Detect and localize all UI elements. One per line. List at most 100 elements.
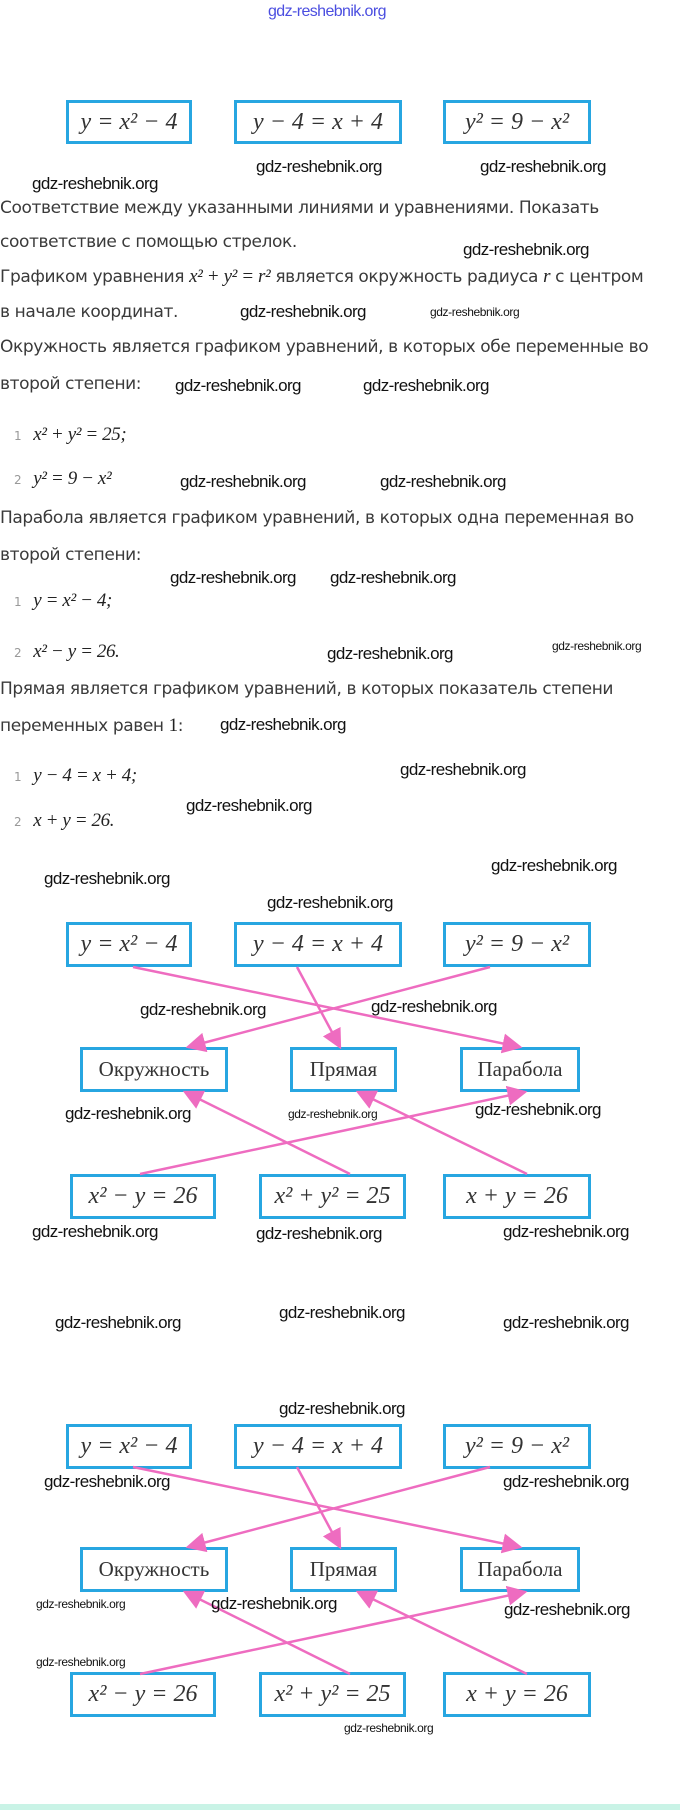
equation: y² = 9 − x² xyxy=(464,108,570,135)
watermark: gdz-reshebnik.org xyxy=(327,644,453,663)
watermark: gdz-reshebnik.org xyxy=(175,376,301,395)
watermark-link[interactable]: gdz-reshebnik.org xyxy=(268,3,386,20)
graph-text: Графиком уравнения x² + y² = r² является… xyxy=(0,266,644,288)
list-item: 2 x² − y = 26. xyxy=(14,641,120,663)
watermark: gdz-reshebnik.org xyxy=(240,302,366,321)
equation: y − 4 = x + 4 xyxy=(253,931,383,957)
equation-box: y = x² − 4 xyxy=(66,922,192,967)
watermark: gdz-reshebnik.org xyxy=(36,1597,126,1611)
equation: y = x² − 4 xyxy=(80,931,178,957)
formula: r xyxy=(543,266,551,287)
list-number: 2 xyxy=(14,473,22,487)
matching-arrow xyxy=(295,1466,342,1550)
watermark: gdz-reshebnik.org xyxy=(400,760,526,779)
equation: x² − y = 26 xyxy=(88,1681,198,1707)
watermark: gdz-reshebnik.org xyxy=(552,639,642,653)
watermark: gdz-reshebnik.org xyxy=(170,568,296,587)
line-type-box: Парабола xyxy=(460,1047,580,1092)
formula: y = x² − 4; xyxy=(33,590,112,611)
line-type: Парабола xyxy=(477,1057,563,1081)
watermark: gdz-reshebnik.org xyxy=(463,240,589,259)
equation: y − 4 = x + 4 xyxy=(253,108,383,135)
watermark: gdz-reshebnik.org xyxy=(32,174,158,193)
line-type: Прямая xyxy=(309,1057,378,1081)
watermark: gdz-reshebnik.org xyxy=(363,376,489,395)
equation: x² + y² = 25 xyxy=(274,1183,391,1209)
line-type-box: Окружность xyxy=(80,1547,228,1592)
equation-box: y² = 9 − x² xyxy=(443,1424,591,1469)
watermark: gdz-reshebnik.org xyxy=(475,1100,601,1119)
watermark: gdz-reshebnik.org xyxy=(503,1472,629,1491)
watermark: gdz-reshebnik.org xyxy=(211,1594,337,1613)
equation: x² + y² = 25 xyxy=(274,1681,391,1707)
line-type-box: Прямая xyxy=(290,1547,397,1592)
line-type: Окружность xyxy=(98,1057,210,1081)
list-number: 1 xyxy=(14,429,22,443)
watermark: gdz-reshebnik.org xyxy=(256,1224,382,1243)
list-number: 2 xyxy=(14,815,22,829)
equation-box: y² = 9 − x² xyxy=(443,100,591,144)
line-type: Окружность xyxy=(98,1557,210,1581)
bottom-strip xyxy=(0,1804,680,1810)
watermark: gdz-reshebnik.org xyxy=(32,1222,158,1241)
text: переменных равен xyxy=(0,716,164,736)
formula: x² + y² = r² xyxy=(189,266,271,287)
equation-box: x² − y = 26 xyxy=(70,1672,216,1717)
matching-arrow xyxy=(132,1465,523,1554)
list-item: 1 y = x² − 4; xyxy=(14,590,112,612)
equation-box: y = x² − 4 xyxy=(66,100,192,144)
watermark: gdz-reshebnik.org xyxy=(140,1000,266,1019)
equation: y = x² − 4 xyxy=(80,108,178,135)
line-type: Прямая xyxy=(309,1557,378,1581)
matching-arrow xyxy=(355,1590,528,1676)
matching-arrow xyxy=(295,966,342,1050)
equation-box: x + y = 26 xyxy=(443,1672,591,1717)
watermark: gdz-reshebnik.org xyxy=(186,796,312,815)
equation-box: x² + y² = 25 xyxy=(259,1672,406,1717)
line-type: Парабола xyxy=(477,1557,563,1581)
equation: y² = 9 − x² xyxy=(464,931,570,957)
watermark: gdz-reshebnik.org xyxy=(330,568,456,587)
formula: x² − y = 26. xyxy=(33,641,120,662)
watermark: gdz-reshebnik.org xyxy=(220,715,346,734)
text: Графиком уравнения xyxy=(0,267,185,287)
equation-box: y² = 9 − x² xyxy=(443,922,591,967)
circle-text: Окружность является графиком уравнений, … xyxy=(0,337,649,357)
watermark: gdz-reshebnik.org xyxy=(44,869,170,888)
watermark: gdz-reshebnik.org xyxy=(504,1600,630,1619)
list-item: 1 x² + y² = 25; xyxy=(14,424,127,446)
formula: x² + y² = 25; xyxy=(33,424,127,445)
watermark: gdz-reshebnik.org xyxy=(65,1104,191,1123)
line-type-box: Парабола xyxy=(460,1547,580,1592)
equation-box: y − 4 = x + 4 xyxy=(234,922,402,967)
watermark: gdz-reshebnik.org xyxy=(371,997,497,1016)
equation-box: y − 4 = x + 4 xyxy=(234,1424,402,1469)
equation-box: x + y = 26 xyxy=(443,1174,591,1219)
watermark: gdz-reshebnik.org xyxy=(288,1107,378,1121)
watermark: gdz-reshebnik.org xyxy=(503,1222,629,1241)
watermark: gdz-reshebnik.org xyxy=(279,1399,405,1418)
watermark: gdz-reshebnik.org xyxy=(491,856,617,875)
text: является окружность радиуса xyxy=(275,267,539,287)
formula: x + y = 26. xyxy=(33,810,115,831)
equation: x + y = 26 xyxy=(466,1681,568,1707)
formula: y² = 9 − x² xyxy=(33,468,112,489)
line-type-box: Прямая xyxy=(290,1047,397,1092)
task-text: Соответствие между указанными линиями и … xyxy=(0,198,599,218)
text: с центром xyxy=(555,267,644,287)
matching-arrow xyxy=(139,1085,528,1176)
formula: 1 xyxy=(168,715,179,736)
list-number: 2 xyxy=(14,646,22,660)
parabola-text: Парабола является графиком уравнений, в … xyxy=(0,508,634,528)
list-number: 1 xyxy=(14,595,22,609)
line-type-box: Окружность xyxy=(80,1047,228,1092)
watermark: gdz-reshebnik.org xyxy=(44,1472,170,1491)
equation: y² = 9 − x² xyxy=(464,1433,570,1459)
task-text: соответствие с помощью стрелок. xyxy=(0,232,297,252)
equation-box: x² − y = 26 xyxy=(70,1174,216,1219)
equation: y = x² − 4 xyxy=(80,1433,178,1459)
equation-box: x² + y² = 25 xyxy=(259,1174,406,1219)
list-number: 1 xyxy=(14,770,22,784)
watermark: gdz-reshebnik.org xyxy=(480,157,606,176)
